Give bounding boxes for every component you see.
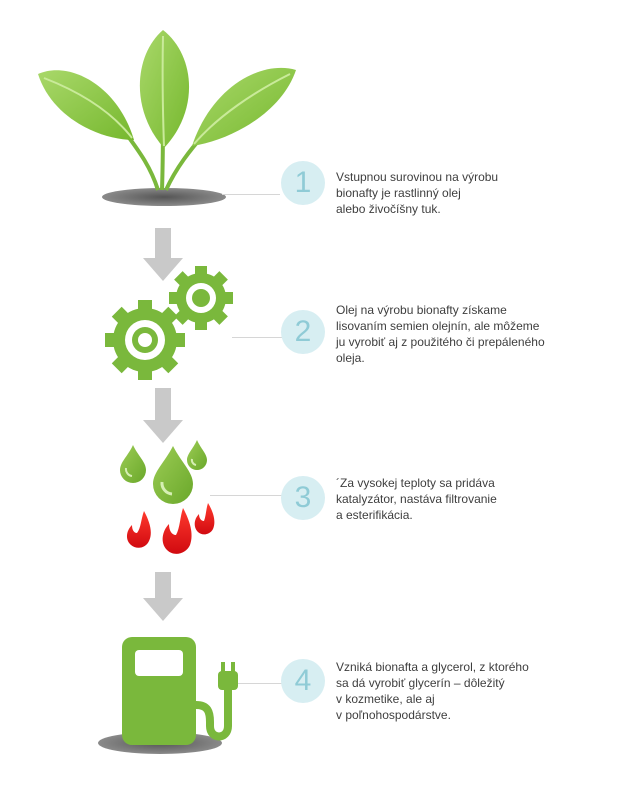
step-number-2: 2 — [281, 310, 325, 354]
step-2-line: Olej na výrobu bionafty získame — [336, 303, 507, 317]
step-2-description: Olej na výrobu bionafty získame lisovaní… — [336, 302, 545, 366]
down-arrow-icon — [143, 572, 183, 621]
step-4-line: v kozmetike, ale aj — [336, 692, 435, 706]
down-arrow-icon — [143, 388, 183, 443]
step-4-line: sa dá vyrobiť glycerín – dôležitý — [336, 676, 505, 690]
connector-line — [232, 337, 282, 338]
step-4-line: v poľnohospodárstve. — [336, 708, 451, 722]
step-2-line: lisovaním semien olejnín, ale môžeme — [336, 319, 540, 333]
step-3-description: ´Za vysokej teploty sa pridáva katalyzát… — [336, 475, 497, 523]
step-1-line: alebo živočíšny tuk. — [336, 202, 441, 216]
step-number-1: 1 — [281, 161, 325, 205]
flames-icon — [126, 503, 215, 554]
down-arrow-icon — [143, 228, 183, 281]
connector-line — [210, 495, 282, 496]
step-1-description: Vstupnou surovinou na výrobu bionafty je… — [336, 169, 498, 217]
oil-drops-icon — [120, 440, 207, 504]
step-1-line: bionafty je rastlinný olej — [336, 186, 461, 200]
step-2-line: oleja. — [336, 351, 365, 365]
step-number-3: 3 — [281, 476, 325, 520]
plant-icon — [38, 30, 296, 206]
connector-line — [238, 683, 282, 684]
step-3-line: a esterifikácia. — [336, 508, 413, 522]
step-3-line: ´Za vysokej teploty sa pridáva — [336, 476, 495, 490]
connector-line — [222, 194, 280, 195]
step-3-line: katalyzátor, nastáva filtrovanie — [336, 492, 497, 506]
step-number-4: 4 — [281, 659, 325, 703]
step-1-line: Vstupnou surovinou na výrobu — [336, 170, 499, 184]
step-4-description: Vzniká bionafta a glycerol, z ktorého sa… — [336, 659, 529, 723]
step-4-line: Vzniká bionafta a glycerol, z ktorého — [336, 660, 529, 674]
gears-icon — [105, 266, 233, 380]
fuel-pump-icon — [98, 637, 238, 754]
step-2-line: ju vyrobiť aj z použitého či prepáleného — [336, 335, 545, 349]
